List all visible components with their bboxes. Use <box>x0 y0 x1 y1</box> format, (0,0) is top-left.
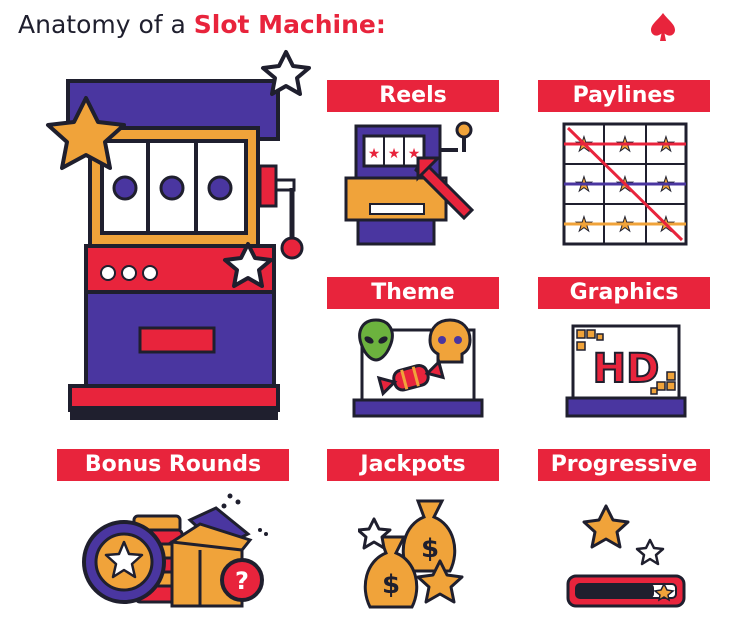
graphics-label: Graphics <box>538 277 710 309</box>
jackpots-illustration: $ $ <box>358 499 464 609</box>
paylines-illustration: ★★★ ★★★ ★★★ <box>562 122 688 246</box>
spade-icon <box>651 13 675 41</box>
svg-text:★: ★ <box>368 146 381 162</box>
page-title: Anatomy of a Slot Machine: <box>18 10 386 39</box>
svg-text:$: $ <box>382 570 400 600</box>
title-prefix: Anatomy of a <box>18 10 194 39</box>
theme-label: Theme <box>327 277 499 309</box>
jackpots-label: Jackpots <box>327 449 499 481</box>
slot-machine-illustration <box>46 50 311 420</box>
svg-text:★: ★ <box>388 146 401 162</box>
theme-illustration <box>352 318 484 418</box>
progressive-label: Progressive <box>538 449 710 481</box>
reels-illustration: ★ ★ ★ <box>344 121 475 246</box>
paylines-label: Paylines <box>538 80 710 112</box>
question-icon: ? <box>235 567 249 595</box>
svg-text:$: $ <box>421 534 439 564</box>
graphics-illustration: HD <box>565 324 687 418</box>
bonus-rounds-label: Bonus Rounds <box>57 449 289 481</box>
title-accent: Slot Machine: <box>193 10 386 39</box>
bonus-rounds-illustration: ? <box>82 493 268 608</box>
progressive-illustration <box>566 504 686 608</box>
reels-label: Reels <box>327 80 499 112</box>
hd-text: HD <box>593 346 660 392</box>
